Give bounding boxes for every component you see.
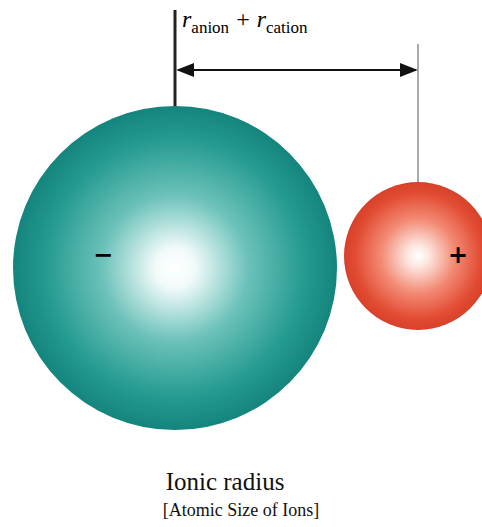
cation-sphere: + [343,181,482,331]
plus-operator: + [236,6,250,32]
sphere-outline [12,105,338,431]
charge-minus: − [93,243,113,267]
subscript-cation: cation [266,18,308,37]
subcaption: [Atomic Size of Ions] [0,500,482,521]
dimension-arrow [178,69,416,71]
charge-plus: + [448,243,468,267]
anion-sphere: − [12,105,338,431]
radius-sum-label: ranion+rcation [182,6,308,33]
sphere-body [344,182,482,330]
radius-symbol: r [257,6,266,32]
sphere-body [13,106,337,430]
caption: Ionic radius [0,468,450,496]
subscript-anion: anion [191,18,229,37]
radius-symbol: r [182,6,191,32]
